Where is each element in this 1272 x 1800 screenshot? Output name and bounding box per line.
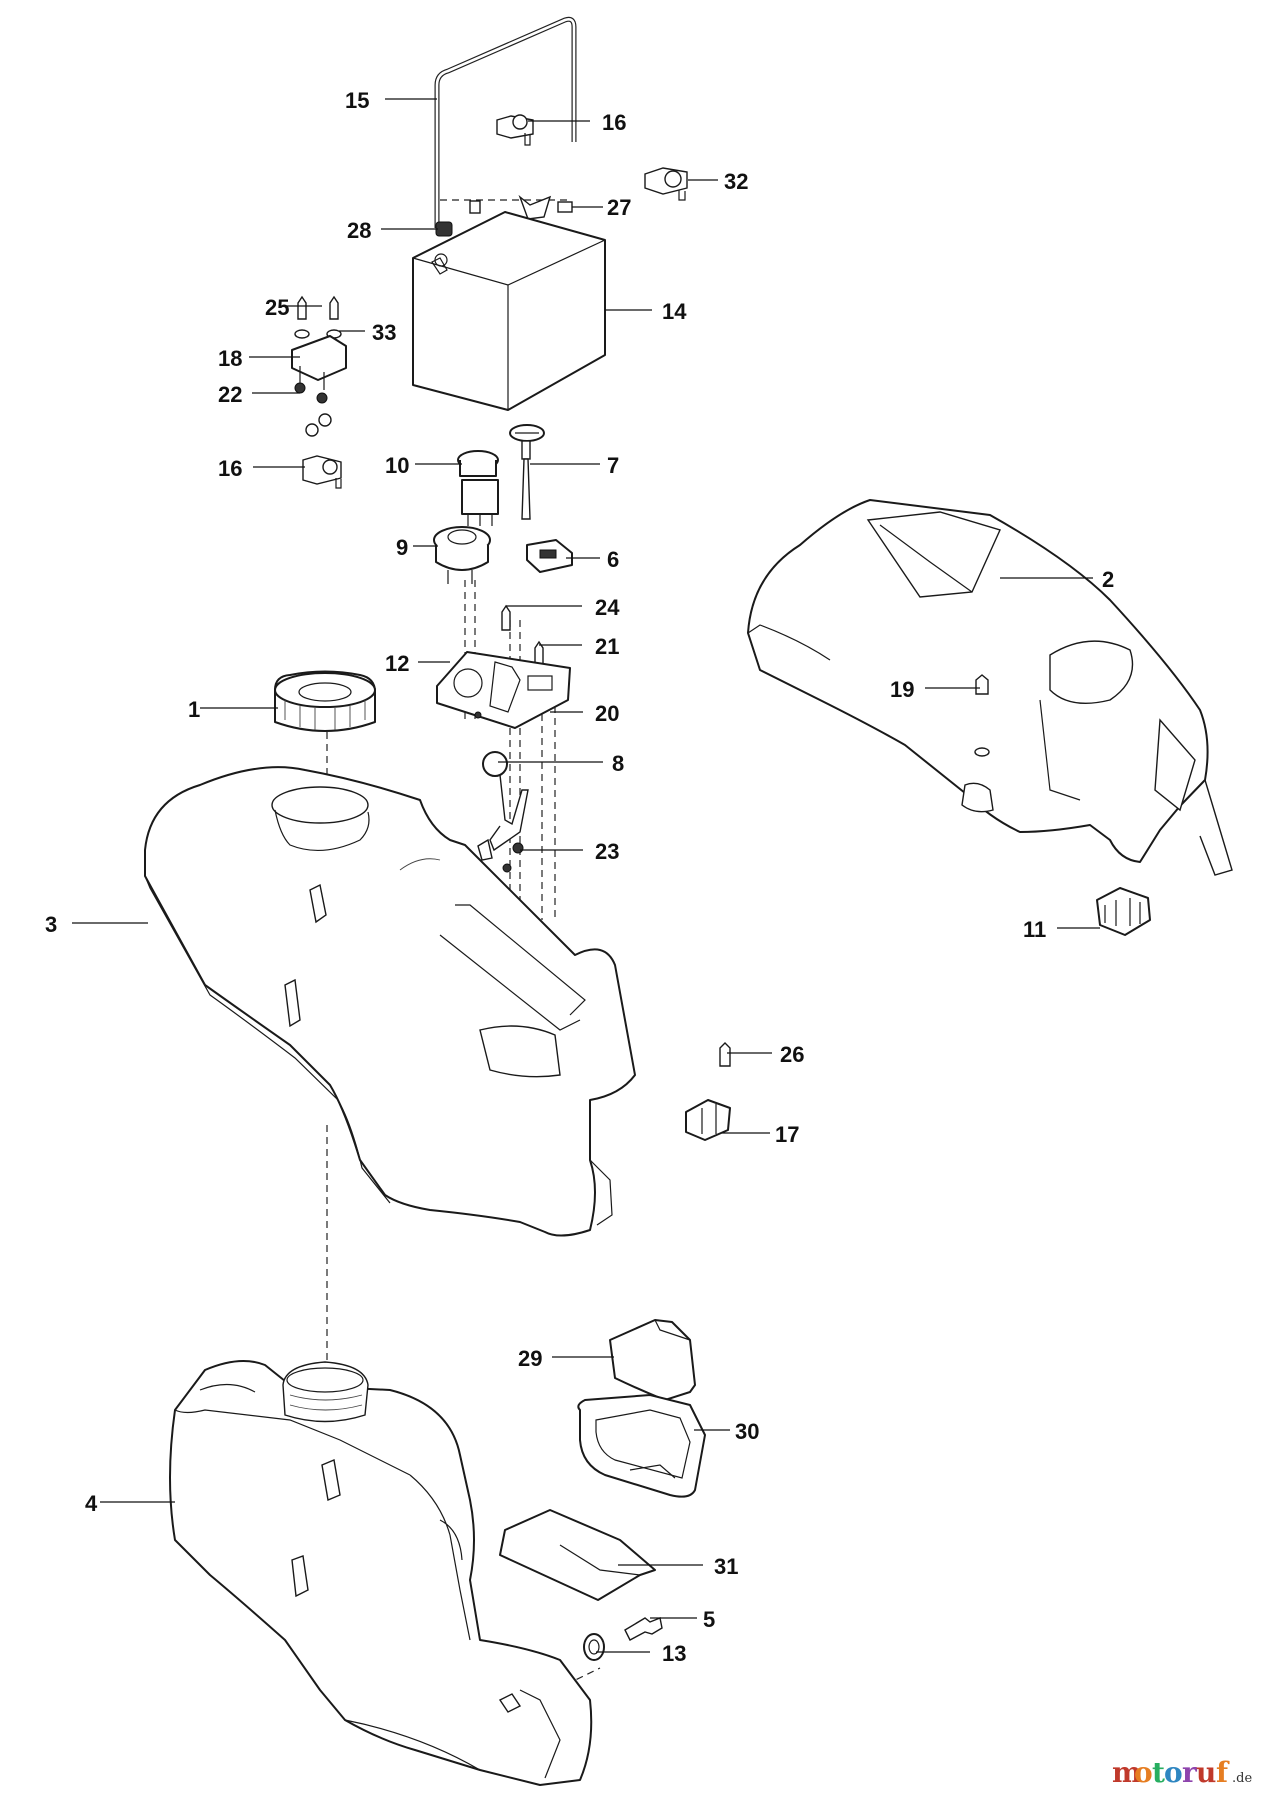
callout-3: 3 — [45, 912, 57, 937]
callout-27: 27 — [607, 195, 631, 220]
fuel-tank — [169, 1360, 593, 1786]
battery-hold-down-rod — [434, 16, 577, 228]
callout-6: 6 — [607, 547, 619, 572]
callout-15: 15 — [345, 88, 369, 113]
callout-5: 5 — [703, 1607, 715, 1632]
fuel-fitting — [583, 1617, 663, 1661]
callout-2: 2 — [1102, 567, 1114, 592]
watermark-letter: f — [1216, 1756, 1230, 1789]
callout-16-bottom: 16 — [218, 456, 242, 481]
callout-23: 23 — [595, 839, 619, 864]
watermark-letter: t — [1152, 1756, 1165, 1789]
callout-22: 22 — [218, 382, 242, 407]
leader-lines — [72, 98, 1100, 1653]
callout-11: 11 — [1023, 917, 1046, 942]
watermark-suffix: .de — [1232, 1771, 1252, 1786]
callout-10: 10 — [385, 453, 409, 478]
watermark-letter: u — [1196, 1756, 1216, 1789]
watermark-letter: o — [1164, 1756, 1183, 1789]
battery-bolts — [435, 194, 573, 237]
fuel-cap — [274, 670, 376, 732]
watermark-logo: m o t o r u f .de — [1112, 1756, 1252, 1789]
upper-fender-body — [144, 766, 636, 1237]
callout-14: 14 — [662, 299, 687, 324]
pto-switch — [457, 450, 499, 526]
watermark-letter: r — [1182, 1756, 1198, 1789]
callout-18: 18 — [218, 346, 242, 371]
panel-screws — [501, 604, 544, 667]
watermark-letter: m — [1112, 1756, 1142, 1789]
callout-28: 28 — [347, 218, 371, 243]
callout-29: 29 — [518, 1346, 542, 1371]
throttle-lever — [477, 751, 529, 873]
terminal-clamp-right — [644, 167, 688, 201]
callout-31: 31 — [714, 1554, 738, 1579]
toggle-switch — [526, 539, 573, 573]
callout-labels: 15 16 32 27 28 14 25 33 18 22 16 10 7 9 … — [45, 88, 1114, 1666]
callout-13: 13 — [662, 1641, 686, 1666]
callout-30: 30 — [735, 1419, 759, 1444]
callout-8: 8 — [612, 751, 624, 776]
rear-cover — [747, 499, 1233, 876]
heat-shield-plate — [499, 1509, 656, 1601]
callout-1: 1 — [188, 697, 200, 722]
callout-4: 4 — [85, 1491, 98, 1516]
callout-12: 12 — [385, 651, 409, 676]
callout-33: 33 — [372, 320, 396, 345]
seat-switch — [1096, 887, 1151, 936]
callout-7: 7 — [607, 453, 619, 478]
callout-25: 25 — [265, 295, 289, 320]
terminal-clamp-bottom — [302, 455, 342, 489]
ignition-switch — [433, 526, 491, 584]
callout-32: 32 — [724, 169, 748, 194]
terminal-clamp-top — [496, 114, 534, 146]
bezel-frame — [577, 1394, 706, 1498]
small-cover — [609, 1319, 696, 1401]
relay-bracket — [291, 295, 347, 437]
brake-switch — [685, 1042, 731, 1141]
callout-20: 20 — [595, 701, 619, 726]
callout-19: 19 — [890, 677, 914, 702]
callout-16-top: 16 — [602, 110, 626, 135]
callout-21: 21 — [595, 634, 619, 659]
choke-knob — [509, 424, 545, 520]
control-panel-plate — [436, 651, 571, 729]
callout-26: 26 — [780, 1042, 804, 1067]
callout-9: 9 — [396, 535, 408, 560]
watermark-letter: o — [1134, 1756, 1153, 1789]
callout-24: 24 — [595, 595, 620, 620]
callout-17: 17 — [775, 1122, 799, 1147]
battery — [412, 211, 606, 411]
cover-screw — [974, 674, 990, 757]
